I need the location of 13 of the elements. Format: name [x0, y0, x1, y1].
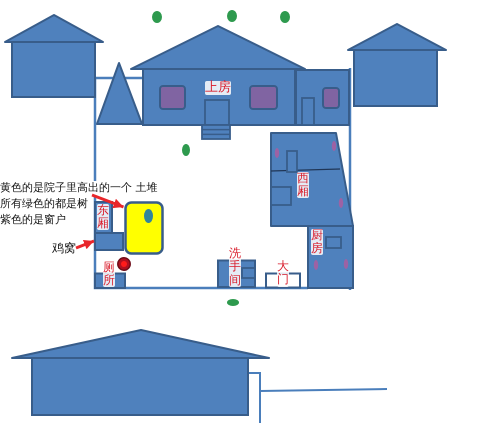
- room-label: 厨房: [311, 229, 323, 256]
- room-label: 西厢: [297, 172, 309, 198]
- note-text: 紫色的是窗户: [0, 213, 66, 227]
- room-label: 厕所: [103, 260, 115, 288]
- arrow: [75, 240, 95, 250]
- room-label: 上房: [205, 81, 231, 95]
- callout-text: 鸡窝: [52, 241, 76, 255]
- room-label: 洗手间: [229, 247, 241, 287]
- note-text: 所有绿色的都是树: [0, 197, 88, 211]
- room-label: 大门: [277, 260, 289, 287]
- room-label: 东厢: [97, 204, 109, 230]
- note-text: 黄色的是院子里高出的一个 土堆: [0, 181, 158, 195]
- arrow: [91, 194, 124, 208]
